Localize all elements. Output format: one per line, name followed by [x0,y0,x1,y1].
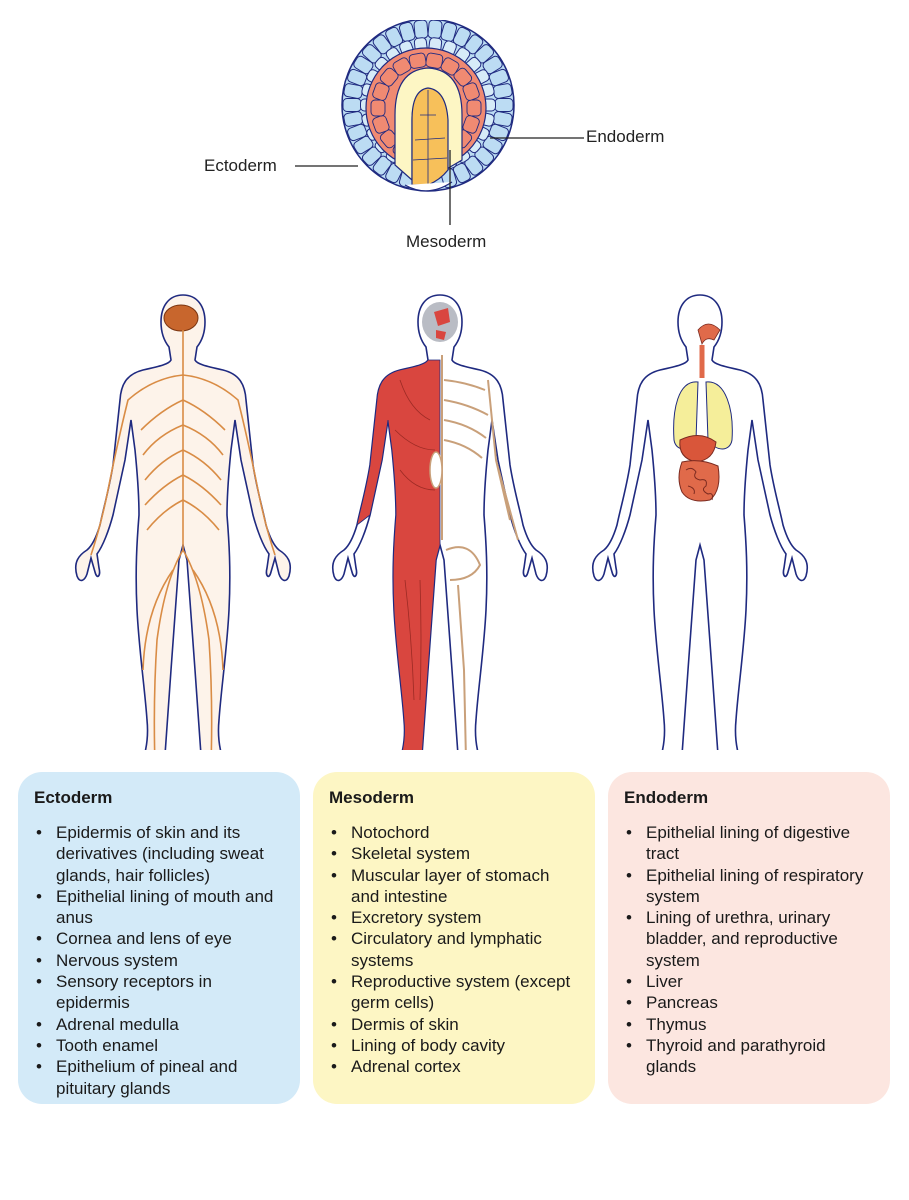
list-item: Epithelial lining of mouth and anus [34,886,286,929]
figure-digestive-respiratory [591,294,809,750]
gastrula-diagram [295,20,584,225]
list-item: Pancreas [624,992,876,1014]
ectoderm-panel-title: Ectoderm [34,788,113,807]
list-item: Muscular layer of stomach and intestine [329,865,581,908]
list-item: Nervous system [34,950,286,972]
list-item: Adrenal medulla [34,1014,286,1036]
mesoderm-label: Mesoderm [406,232,487,251]
ectoderm-list: Epidermis of skin and its derivatives (i… [34,822,286,1099]
list-item: Lining of body cavity [329,1035,581,1057]
list-item: Dermis of skin [329,1014,581,1036]
mesoderm-list: Notochord Skeletal system Muscular layer… [329,822,581,1078]
list-item: Tooth enamel [34,1035,286,1057]
list-item: Lining of urethra, urinary bladder, and … [624,907,876,971]
list-item: Cornea and lens of eye [34,928,286,950]
ectoderm-panel: Ectoderm Epidermis of skin and its deriv… [18,772,300,1104]
list-item: Skeletal system [329,843,581,865]
figure-muscular-skeletal [331,294,549,750]
list-item: Liver [624,971,876,993]
mesoderm-panel: Mesoderm Notochord Skeletal system Muscu… [313,772,595,1104]
list-item: Adrenal cortex [329,1056,581,1078]
ectoderm-label: Ectoderm [204,156,277,175]
list-item: Circulatory and lymphatic systems [329,928,581,971]
list-item: Reproductive system (except germ cells) [329,971,581,1014]
endoderm-label: Endoderm [586,127,665,146]
figure-nervous-system [74,294,292,750]
mesoderm-panel-title: Mesoderm [329,788,415,807]
list-item: Epidermis of skin and its derivatives (i… [34,822,286,886]
list-item: Notochord [329,822,581,844]
list-item: Excretory system [329,907,581,929]
endoderm-panel-title: Endoderm [624,788,709,807]
list-item: Epithelial lining of respiratory system [624,865,876,908]
list-item: Thymus [624,1014,876,1036]
endoderm-panel: Endoderm Epithelial lining of digestive … [608,772,890,1104]
list-item: Epithelial lining of digestive tract [624,822,876,865]
gastrula-illustration [341,20,515,192]
human-figures [74,294,809,750]
endoderm-list: Epithelial lining of digestive tract Epi… [624,822,876,1078]
list-item: Sensory receptors in epidermis [34,971,286,1014]
list-item: Thyroid and parathyroid glands [624,1035,876,1078]
list-item: Epithelium of pineal and pituitary gland… [34,1056,286,1099]
